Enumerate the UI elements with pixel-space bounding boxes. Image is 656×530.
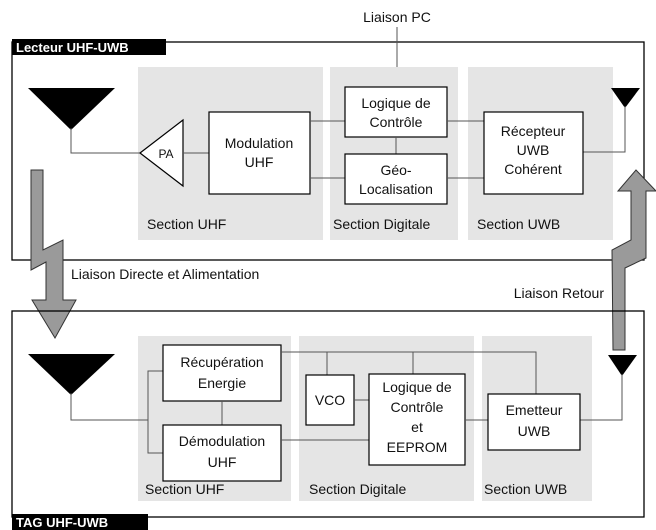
direct-link-arrow-icon [30,169,77,339]
tag-control-label-1: Logique de [382,379,452,395]
reader-control-label-1: Logique de [361,95,431,111]
tag-uwb-antenna-wire [580,374,623,421]
reader-uhf-antenna-wire [70,128,142,154]
demodulation-uhf-label-2: UHF [208,454,237,470]
vco-label: VCO [315,392,345,408]
reader-section-digital-label: Section Digitale [333,216,430,232]
tag-uwb-antenna-icon [608,355,637,376]
tag-control-eeprom-block [368,373,466,466]
reader-title-bg [12,39,166,55]
demodulation-uhf-block [162,424,282,482]
geolocalisation-block [344,153,448,205]
pc-link-label: Liaison PC [363,9,431,25]
reader-control-label-2: Contrôle [370,114,423,130]
direct-link-label: Liaison Directe et Alimentation [71,266,259,282]
demodulation-uhf-label-1: Démodulation [179,433,265,449]
uwb-emitter-label-2: UWB [518,423,551,439]
tag-title-bg [12,514,148,530]
vco-block [305,374,355,426]
energy-recovery-block [162,344,282,402]
reader-uwb-antenna-icon [611,88,640,108]
geolocalisation-label-2: Localisation [359,181,433,197]
tag-title: TAG UHF-UWB [16,515,108,530]
return-link-arrow-icon [611,169,656,351]
reader-control-logic-block [344,86,448,138]
uhf-split-line [147,370,163,454]
tag-control-label-2: Contrôle [391,399,444,415]
tag-section-uwb-label: Section UWB [484,481,567,497]
uwb-receiver-label-1: Récepteur [501,123,566,139]
uwb-receiver-label-3: Cohérent [504,161,562,177]
geolocalisation-label-1: Géo- [380,162,411,178]
tag-panel [11,310,645,518]
tag-uhf-antenna-icon [28,354,115,395]
tag-control-label-4: EEPROM [387,439,448,455]
tag-section-uhf-label: Section UHF [145,481,224,497]
reader-uwb-antenna-wire [583,106,626,153]
reader-uhf-antenna-icon [28,88,115,130]
modulation-uhf-label-2: UHF [245,154,274,170]
reader-section-uhf-label: Section UHF [147,216,226,232]
modulation-uhf-label-1: Modulation [225,135,294,151]
tag-section-digital-label: Section Digitale [309,481,406,497]
modulation-uhf-block [208,111,311,195]
energy-recovery-label-1: Récupération [180,354,263,370]
reader-title: Lecteur UHF-UWB [16,40,129,55]
uwb-receiver-label-2: UWB [517,142,550,158]
energy-recovery-label-2: Energie [198,375,246,391]
reader-panel [11,41,645,261]
reader-section-uwb-label: Section UWB [477,216,560,232]
tag-uhf-antenna-wire [70,393,148,421]
uwb-receiver-block [483,111,584,195]
uwb-emitter-label-1: Emetteur [506,402,563,418]
tag-control-label-3: et [411,419,423,435]
return-link-label: Liaison Retour [514,285,605,301]
uwb-emitter-block [487,393,581,451]
power-bus-line [281,351,537,394]
pa-label: PA [158,147,173,161]
